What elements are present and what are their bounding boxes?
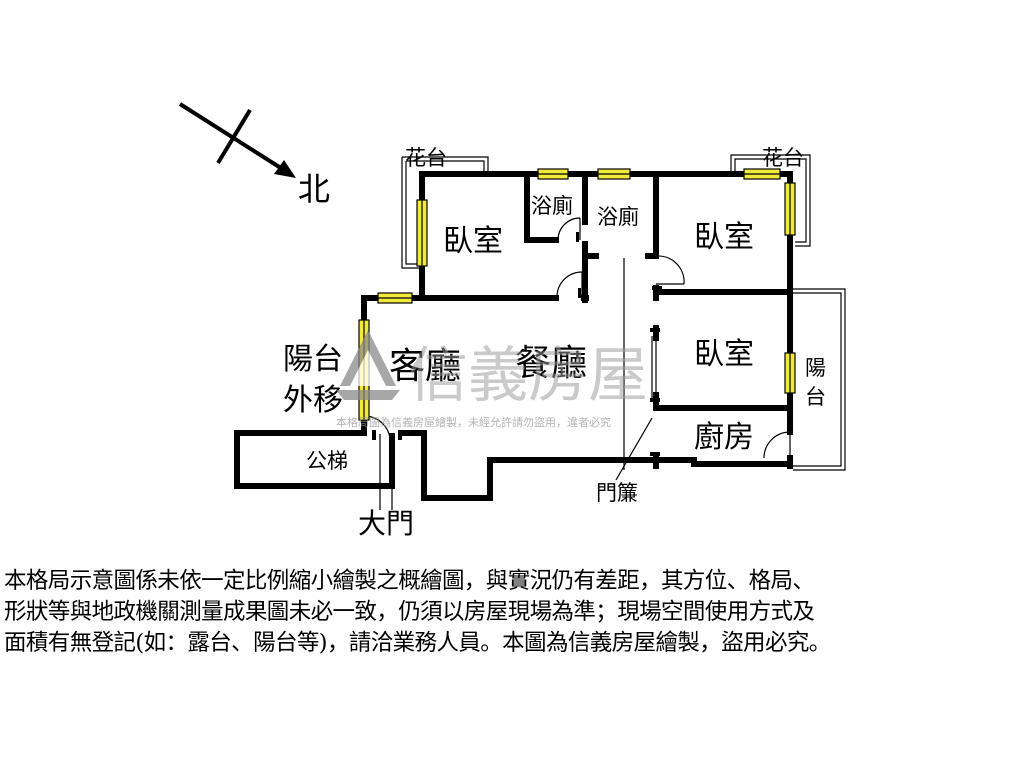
kitchen-label: 廚房 <box>694 420 754 455</box>
door-curtain-label: 門簾 <box>596 481 638 505</box>
disclaimer-line: 形狀等與地政機關測量成果圖未必一致，仍須以房屋現場為準；現場空間使用方式及 <box>4 599 815 625</box>
bedroom-top-right-label: 臥室 <box>694 220 754 255</box>
flower-bed-right-label: 花台 <box>762 146 804 170</box>
watermark-notice: 本格局圖為信義房屋繪製，未經允許請勿盜用，違者必究 <box>336 415 611 429</box>
balcony-right-outline <box>793 288 846 471</box>
bedroom-mid-right-label: 臥室 <box>694 337 754 372</box>
floor-plan: 北 <box>178 102 846 540</box>
living-room-label: 客廳 <box>389 346 461 387</box>
door-hinges <box>372 232 662 456</box>
flower-bed-left-label: 花台 <box>405 146 447 170</box>
watermark: 信義房屋 本格局圖為信義房屋繪製，未經允許請勿盜用，違者必究 <box>336 330 648 429</box>
disclaimer-line: 本格局示意圖係未依一定比例縮小繪製之概繪圖，與實況仍有差距，其方位、格局、 <box>4 568 815 594</box>
watermark-logo-icon <box>336 330 400 400</box>
north-label: 北 <box>298 170 330 208</box>
main-door-label: 大門 <box>358 507 414 540</box>
disclaimer: 本格局示意圖係未依一定比例縮小繪製之概繪圖，與實況仍有差距，其方位、格局、 形狀… <box>4 566 1020 659</box>
public-stair-label: 公梯 <box>306 449 348 473</box>
bath-1-label: 浴廁 <box>531 194 573 218</box>
balcony-moved-label-line1: 陽台 <box>283 342 343 377</box>
watermark-brand: 信義房屋 <box>408 341 648 411</box>
balcony-right-label-line1: 陽 <box>805 356 826 380</box>
dining-room-label: 餐廳 <box>515 343 587 384</box>
flower-bed-right-outline <box>730 154 811 247</box>
door-swings <box>365 217 791 510</box>
disclaimer-line: 面積有無登記(如：露台、陽台等)，請洽業務人員。本圖為信義房屋繪製，盜用必究。 <box>4 630 831 656</box>
bath-2-label: 浴廁 <box>597 205 639 229</box>
flower-bed-left-outline <box>401 156 489 269</box>
balcony-right-label-line2: 台 <box>805 385 826 409</box>
north-arrow-icon <box>178 102 296 178</box>
bedroom-top-left-label: 臥室 <box>443 224 503 259</box>
balcony-moved-label-line2: 外移 <box>283 383 343 418</box>
